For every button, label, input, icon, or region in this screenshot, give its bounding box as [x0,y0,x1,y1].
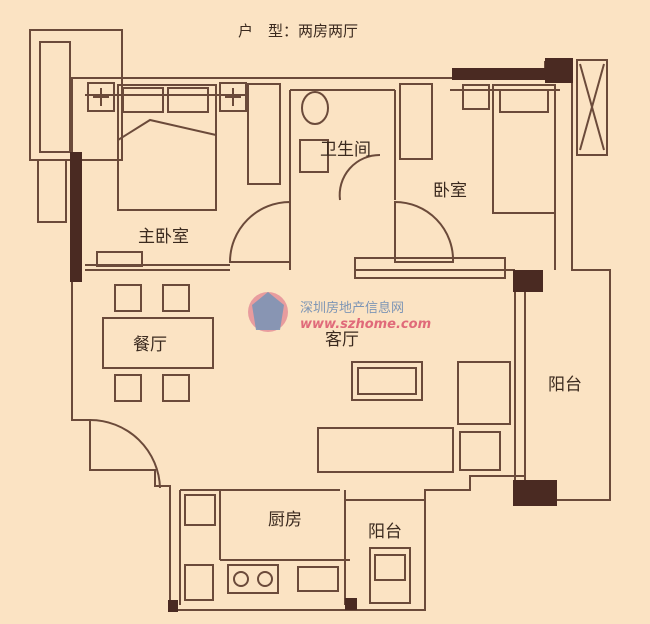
bath-door [338,153,381,201]
left-window [37,159,67,223]
label-master-bedroom: 主卧室 [138,227,189,247]
outer-wall [71,61,611,611]
bedroom-bed [492,84,556,214]
armchair [457,361,511,425]
label-bathroom: 卫生间 [320,140,371,160]
coffee-table [351,361,423,401]
label-bedroom: 卧室 [433,181,467,201]
label-balcony-right: 阳台 [548,375,582,395]
washing-machine [369,547,411,604]
wall-block [70,152,82,282]
master-door [228,200,291,263]
label-living: 客厅 [325,330,359,350]
master-wardrobe [247,83,281,185]
watermark-name: 深圳房地产信息网 [300,300,404,316]
dining-table [102,317,214,369]
bedroom-wardrobe [399,83,433,160]
bath-sink [299,139,329,173]
sofa [317,427,454,473]
watermark-url: www.szhome.com [300,317,431,332]
kitchen-sink [297,566,339,592]
plan-title: 户 型：两房两厅 [238,22,358,40]
bedroom-door [394,200,455,263]
entry-door [89,419,161,489]
label-kitchen: 厨房 [268,510,302,530]
window-top-right [576,59,608,156]
label-balcony-small: 阳台 [368,522,402,542]
master-bed [117,84,217,211]
toilet [301,91,329,125]
tv-cabinet [354,257,506,279]
stove [227,564,279,594]
label-dining: 餐厅 [133,335,167,355]
watermark-logo [248,292,288,332]
